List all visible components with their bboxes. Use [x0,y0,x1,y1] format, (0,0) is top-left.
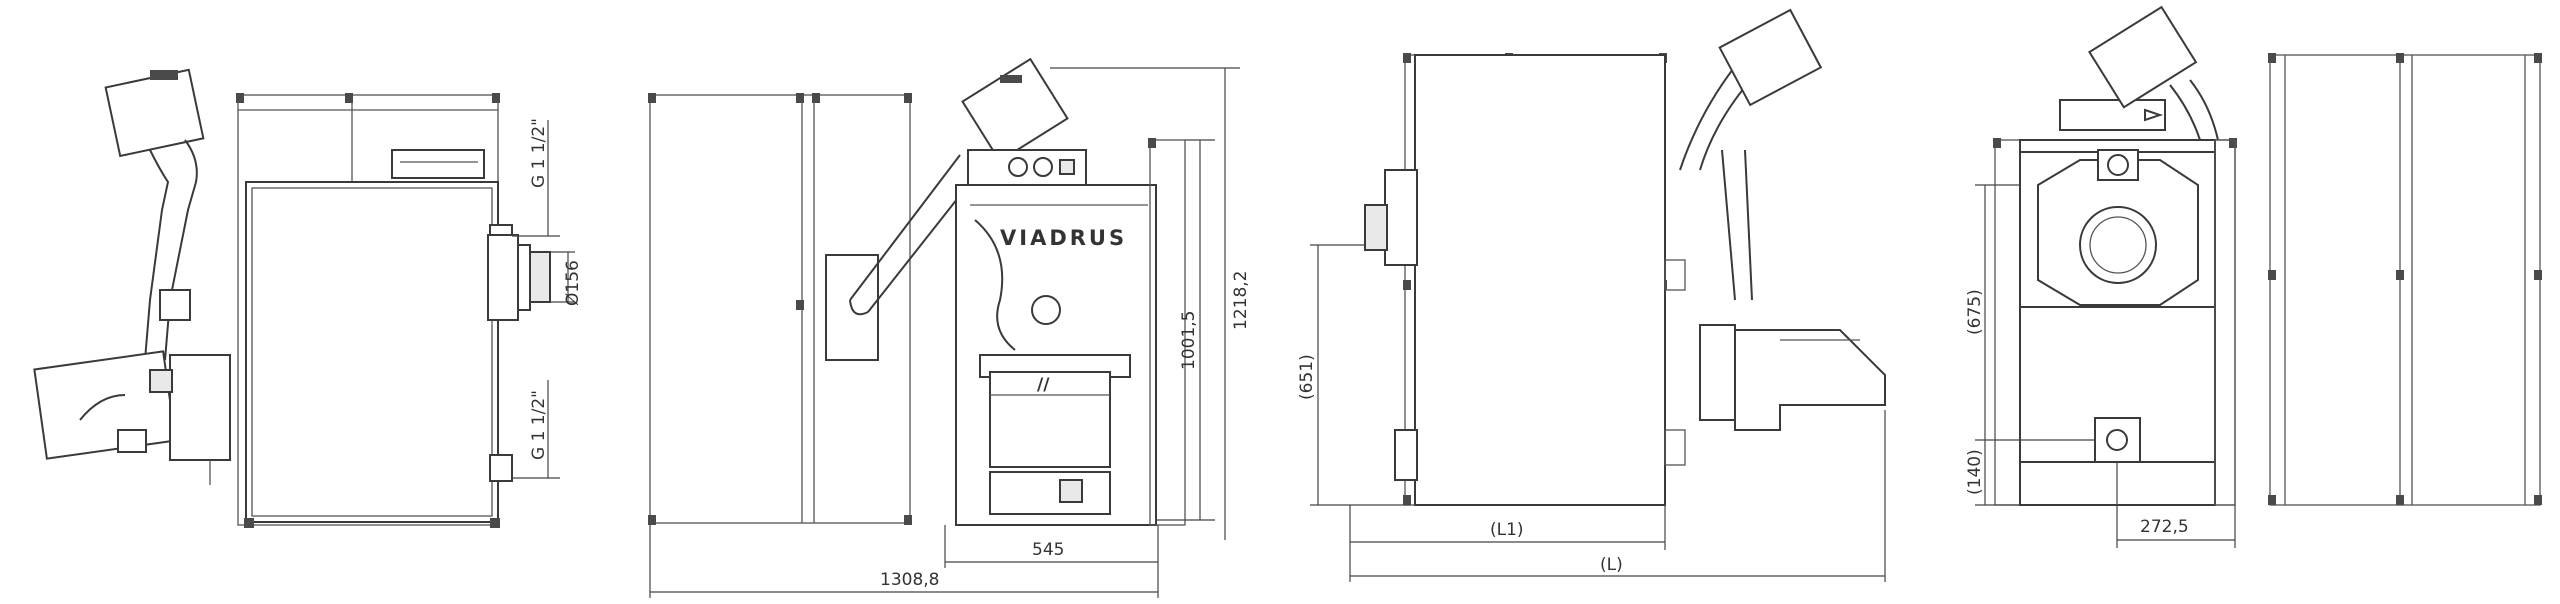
rear-view: (675) (140) 272,5 [1965,5,2237,548]
dim-side-height: (651) [1297,354,1317,400]
side-view-right: (651) (L1) (L) [1297,8,1886,582]
dim-body-height: 1001,5 [1179,311,1199,370]
side-view-left: G 1 1/2" Ø156 G 1 1/2" [33,68,583,528]
dim-outlet-diameter: Ø156 [563,260,583,306]
dim-body-depth: (L1) [1490,520,1524,540]
svg-text://: // [1037,375,1050,395]
back-frame-view [2268,53,2542,506]
dim-inlet-bottom: G 1 1/2" [529,390,549,460]
dim-body-width: 545 [1032,540,1064,560]
dim-total-width: 1308,8 [880,570,939,590]
front-view: VIADRUS // 1001,5 1218,2 545 1308,8 [648,57,1251,598]
dim-total-depth: (L) [1600,555,1623,575]
dim-rear-offset: 272,5 [2140,517,2189,537]
dim-inlet-top: G 1 1/2" [529,118,549,188]
dim-rear-height: (675) [1965,289,1985,335]
brand-logo: VIADRUS [1000,226,1127,250]
dim-low-height: (140) [1965,449,1985,495]
dim-total-height: 1218,2 [1231,271,1251,330]
